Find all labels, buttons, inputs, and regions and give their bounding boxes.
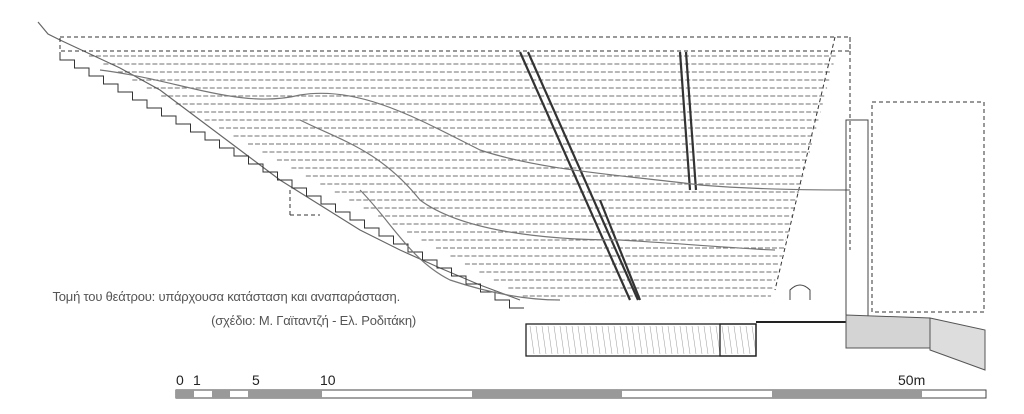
hatch-line bbox=[637, 325, 643, 355]
hatch-line bbox=[685, 325, 691, 355]
hatch-line bbox=[727, 325, 733, 355]
hatch-line bbox=[661, 325, 667, 355]
stepped-edge bbox=[59, 52, 524, 309]
hatch-line bbox=[655, 325, 661, 355]
scale-bar bbox=[175, 389, 987, 399]
hatch-line bbox=[739, 325, 745, 355]
scale-label-10: 10 bbox=[320, 372, 336, 388]
hatch-line bbox=[547, 325, 553, 355]
hatch-line bbox=[649, 325, 655, 355]
reconstruction-outline bbox=[59, 36, 985, 313]
seat-rows bbox=[88, 55, 836, 297]
hatch-line bbox=[631, 325, 637, 355]
hatch-line bbox=[613, 325, 619, 355]
hatch-line bbox=[577, 325, 583, 355]
scale-label-50m: 50m bbox=[898, 372, 926, 388]
hatch-line bbox=[691, 325, 697, 355]
stage-building bbox=[789, 119, 986, 371]
hatch-line bbox=[703, 325, 709, 355]
existing-state-lines bbox=[99, 69, 851, 301]
hatch-line bbox=[721, 325, 727, 355]
hatch-line bbox=[733, 325, 739, 355]
scale-label-0: 0 bbox=[176, 372, 184, 388]
hatch-line bbox=[715, 325, 721, 355]
step-profile bbox=[59, 52, 524, 309]
hatch-line bbox=[535, 325, 541, 355]
terrain-profile-left bbox=[37, 21, 521, 301]
hatch-line bbox=[619, 325, 625, 355]
hatch-line bbox=[565, 325, 571, 355]
scale-label-1: 1 bbox=[193, 372, 201, 388]
staircases bbox=[518, 51, 698, 301]
caption-title: Τομή του θεάτρου: υπάρχουσα κατάσταση κα… bbox=[52, 289, 400, 304]
hatch-line bbox=[541, 325, 547, 355]
hatch-line bbox=[745, 325, 751, 355]
hatch-line bbox=[589, 325, 595, 355]
hatch-line bbox=[751, 325, 757, 355]
scale-label-5: 5 bbox=[252, 372, 260, 388]
hatch-line bbox=[583, 325, 589, 355]
hatch-line bbox=[571, 325, 577, 355]
hatch-line bbox=[607, 325, 613, 355]
hatch-line bbox=[595, 325, 601, 355]
hatch-line bbox=[709, 325, 715, 355]
hatch-line bbox=[697, 325, 703, 355]
hatch-line bbox=[559, 325, 565, 355]
hatch-line bbox=[529, 325, 535, 355]
hatch-line bbox=[601, 325, 607, 355]
hatch-line bbox=[553, 325, 559, 355]
hatch-line bbox=[625, 325, 631, 355]
hatch-line bbox=[673, 325, 679, 355]
caption-credit: (σχέδιο: Μ. Γαϊταντζή - Ελ. Ροδιτάκη) bbox=[211, 313, 416, 328]
hatch-line bbox=[679, 325, 685, 355]
foundation-block bbox=[525, 321, 860, 357]
hatch-line bbox=[667, 325, 673, 355]
hatch-line bbox=[643, 325, 649, 355]
